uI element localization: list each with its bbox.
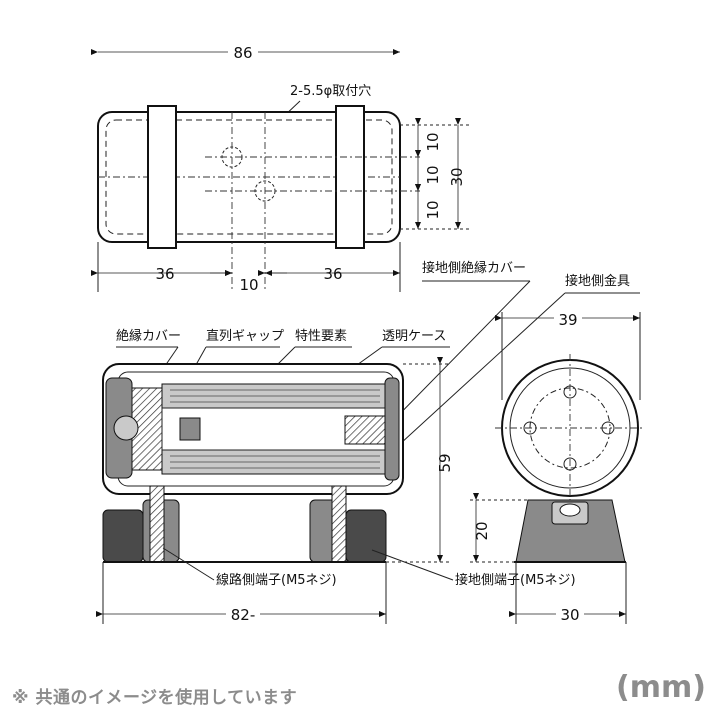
line-terminal-stud	[149, 485, 165, 563]
dim-label-59: 59	[436, 453, 454, 472]
label-line-terminal: 線路側端子(M5ネジ)	[216, 572, 337, 588]
top-inner-outline	[105, 119, 393, 235]
top-strap-left	[147, 105, 177, 249]
top-strap-right	[335, 105, 365, 249]
right-insulation-cover	[384, 377, 400, 481]
element-inner-pin	[179, 417, 201, 441]
side-hole-bottom	[563, 457, 577, 471]
dim-label-10-a: 10	[424, 132, 442, 151]
dim-label-30-top: 30	[448, 167, 466, 186]
dim-label-36-right: 36	[323, 265, 342, 283]
dim-label-10-c: 10	[424, 200, 442, 219]
dim-label-86: 86	[233, 44, 252, 62]
dim-label-36-left: 36	[155, 265, 174, 283]
dim-label-20: 20	[473, 521, 491, 540]
side-hole-top	[563, 385, 577, 399]
label-ground-fitting: 接地側金具	[565, 273, 630, 289]
side-hole-right	[601, 421, 615, 435]
footer-note: ※ 共通のイメージを使用しています	[12, 688, 298, 708]
ground-terminal-nut-right	[345, 509, 387, 563]
front-view: 接地側絶縁カバー 接地側金具 絶縁カバー 直列ギャップ 特性要素 透明ケース	[96, 260, 640, 624]
top-view: 86 2-5.5φ取付穴 10 10 10 30	[91, 43, 470, 294]
label-series-gap: 直列ギャップ	[206, 329, 284, 344]
series-gap-disc	[113, 415, 139, 441]
dim-label-30-side: 30	[560, 606, 579, 624]
side-view: 39 20 30	[470, 310, 645, 624]
label-insulation-cover: 絶縁カバー	[116, 328, 181, 344]
unit-label: (mm)	[616, 670, 706, 705]
ground-terminal-stud	[331, 485, 347, 563]
label-ground-terminal: 接地側端子(M5ネジ)	[455, 572, 576, 588]
dim-label-39: 39	[558, 311, 577, 329]
right-ground-fitting-block	[344, 415, 386, 445]
label-characteristic-element: 特性要素	[295, 329, 347, 344]
dim-label-82: 82-	[231, 606, 256, 624]
dim-label-10-b: 10	[424, 165, 442, 184]
dim-label-10-gap: 10	[239, 276, 258, 294]
side-hole-left	[523, 421, 537, 435]
line-terminal-nut-left	[102, 509, 144, 563]
label-ground-insulation-cover: 接地側絶縁カバー	[422, 260, 526, 276]
label-transparent-case: 透明ケース	[382, 329, 446, 344]
label-mount-holes: 2-5.5φ取付穴	[290, 84, 371, 99]
